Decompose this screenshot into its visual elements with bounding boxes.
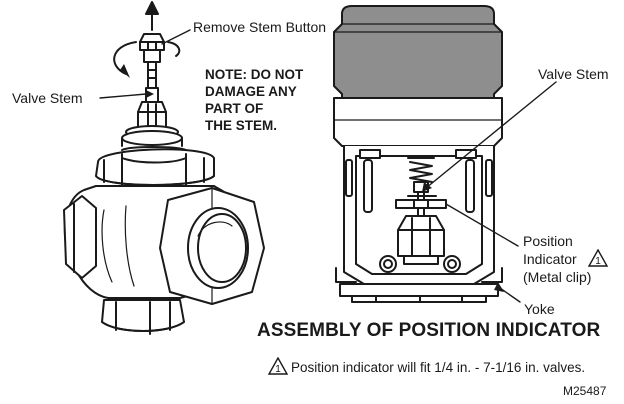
coupling-nut-part [397,215,445,265]
position-indicator-label-line-3: (Metal clip) [523,269,592,285]
packing-nut-part [121,101,183,147]
valve-stem-label-right: Valve Stem [538,66,609,82]
valve-bottom-fitting-part [101,299,185,335]
valve-bonnet-part [95,146,215,187]
warning-triangle-icon: 1 [588,249,608,267]
valve-body-part [63,185,265,305]
actuator-housing-part [333,5,503,147]
position-indicator-label-line-1: Position [523,233,573,249]
warning-triangle-icon-footnote: 1 [268,357,288,375]
note-line-4: THE STEM. [205,118,278,133]
rotate-arrow-icon [113,41,181,78]
stem-damage-note: NOTE: DO NOT DAMAGE ANY PART OF THE STEM… [205,66,303,134]
figure-code: M25487 [563,384,607,398]
warning-marker-number: 1 [595,256,601,267]
diagram-title: ASSEMBLY OF POSITION INDICATOR [257,320,601,341]
note-line-3: PART OF [205,101,264,116]
note-line-1: NOTE: DO NOT [205,67,304,82]
position-indicator-clip-part [395,195,447,209]
yoke-label: Yoke [524,301,555,317]
footnote-text: Position indicator will fit 1/4 in. - 7-… [291,360,586,375]
remove-stem-button-part [139,33,165,63]
footnote-marker-number: 1 [275,364,281,375]
remove-stem-button-label: Remove Stem Button [193,19,327,35]
up-arrow-icon [145,1,159,31]
note-line-2: DAMAGE ANY [205,84,297,99]
position-indicator-label-line-2: Indicator [523,251,577,267]
valve-stem-label-left: Valve Stem [12,90,83,106]
